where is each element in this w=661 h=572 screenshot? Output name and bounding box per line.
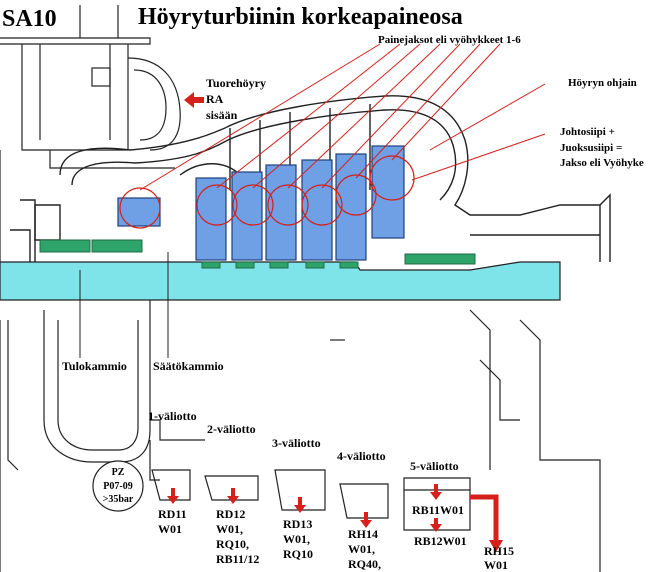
extraction-4-code2: W01, [348, 542, 375, 556]
extraction-5-lower-arrow-icon [430, 518, 442, 532]
diagram-code: SA10 [2, 6, 57, 32]
steam-inlet-line1: Tuorehöyry [206, 76, 266, 90]
control-chamber-label: Säätökammio [153, 359, 224, 373]
extraction-5-code2: RB12W01 [414, 534, 467, 548]
extraction-2-code4: RB11/12 [216, 552, 259, 566]
inlet-valve-housing [0, 5, 181, 262]
extraction-4: 4-väliotto RH14 W01, RQ40, [337, 449, 389, 571]
stage-definition-line2: Juoksusiipi = [560, 142, 622, 154]
lower-housing [0, 300, 601, 572]
extraction-3-title: 3-väliotto [272, 436, 321, 450]
extraction-4-code1: RH14 [348, 527, 378, 541]
pressure-gauge-line3: >35bar [103, 494, 134, 505]
stage-definition-line3: Jakso eli Vyöhyke [560, 157, 644, 169]
stages-callout: Painejaksot eli vyöhykkeet 1-6 [378, 34, 521, 46]
stages-callout-lines [139, 43, 546, 191]
inlet-chamber-label: Tulokammio [62, 359, 127, 373]
turbine-casing [10, 95, 611, 262]
extraction-2-title: 2-väliotto [207, 422, 256, 436]
extraction-5-code4: W01 [484, 558, 508, 572]
pressure-gauge-line1: PZ [112, 467, 125, 478]
extraction-3-arrow-icon [294, 497, 306, 513]
extraction-5-code3: RH15 [484, 544, 514, 558]
extraction-1-code2: W01 [158, 522, 182, 536]
extraction-5-title: 5-väliotto [410, 459, 459, 473]
steam-guide-callout: Höyryn ohjain [568, 77, 637, 89]
extraction-2: 2-väliotto RD12 W01, RQ10, RB11/12 [204, 422, 259, 566]
stage-circles [119, 155, 415, 229]
steam-inlet-line2: RA [206, 92, 224, 106]
steam-inlet-arrow-icon [184, 92, 204, 108]
extraction-4-arrow-icon [360, 512, 372, 528]
extraction-1-code1: RD11 [158, 507, 187, 521]
extraction-2-code3: RQ10, [216, 537, 249, 551]
extraction-2-arrow-icon [227, 488, 239, 504]
diagram-title: Höyryturbiinin korkeapaineosa [138, 4, 463, 30]
stage-blades [117, 145, 405, 261]
extraction-3-code3: RQ10 [283, 547, 313, 561]
extraction-1-title: 1-väliotto [148, 409, 197, 423]
extraction-5-arrow-icon [430, 484, 442, 500]
extraction-3-code2: W01, [283, 532, 310, 546]
extraction-5-pipe-arrow-icon [489, 540, 503, 552]
pressure-gauge-line2: P07-09 [103, 481, 132, 492]
extraction-4-title: 4-väliotto [337, 449, 386, 463]
extraction-1-arrow-icon [167, 488, 179, 504]
extraction-4-code3: RQ40, [348, 557, 381, 571]
extraction-2-code2: W01, [216, 522, 243, 536]
extraction-1: 1-väliotto RD11 W01 [148, 409, 197, 536]
extraction-5: 5-väliotto RB11W01 RB12W01 RH15 W01 [403, 459, 514, 572]
extraction-2-code1: RD12 [216, 507, 245, 521]
extraction-5-pipe [470, 494, 499, 540]
extraction-3: 3-väliotto RD13 W01, RQ10 [272, 436, 326, 561]
extraction-3-code1: RD13 [283, 517, 312, 531]
pressure-gauge: PZ P07-09 >35bar [92, 460, 144, 512]
extraction-5-code1: RB11W01 [412, 503, 464, 517]
shaft-seals [39, 239, 476, 269]
steam-inlet-line3: sisään [206, 108, 238, 122]
stage-definition-line1: Johtosiipi + [560, 126, 615, 138]
